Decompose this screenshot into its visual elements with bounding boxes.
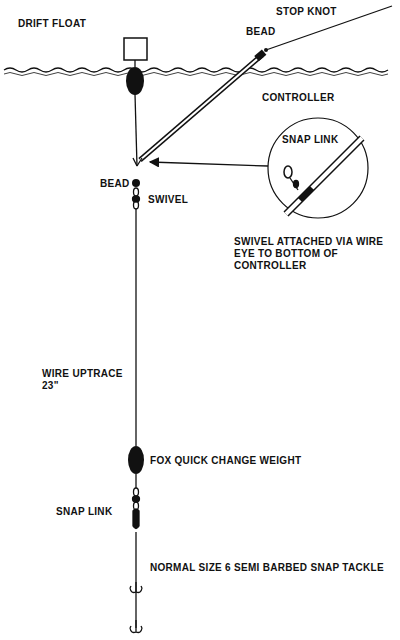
part-label: BEAD [246, 26, 276, 38]
part-label: SNAP LINK [282, 134, 338, 146]
part-label: SWIVEL ATTACHED VIA WIRE EYE TO BOTTOM O… [234, 236, 396, 272]
part-label: NORMAL SIZE 6 SEMI BARBED SNAP TACKLE [150, 562, 384, 574]
part-label: SNAP LINK [56, 506, 112, 518]
part-label: WIRE UPTRACE 23" [42, 368, 132, 392]
part-label: BEAD [100, 178, 130, 190]
part-label: SWIVEL [148, 194, 188, 206]
part-label: STOP KNOT [276, 6, 337, 18]
part-label: CONTROLLER [262, 92, 334, 104]
part-label: DRIFT FLOAT [18, 18, 86, 30]
part-label: FOX QUICK CHANGE WEIGHT [150, 455, 301, 467]
